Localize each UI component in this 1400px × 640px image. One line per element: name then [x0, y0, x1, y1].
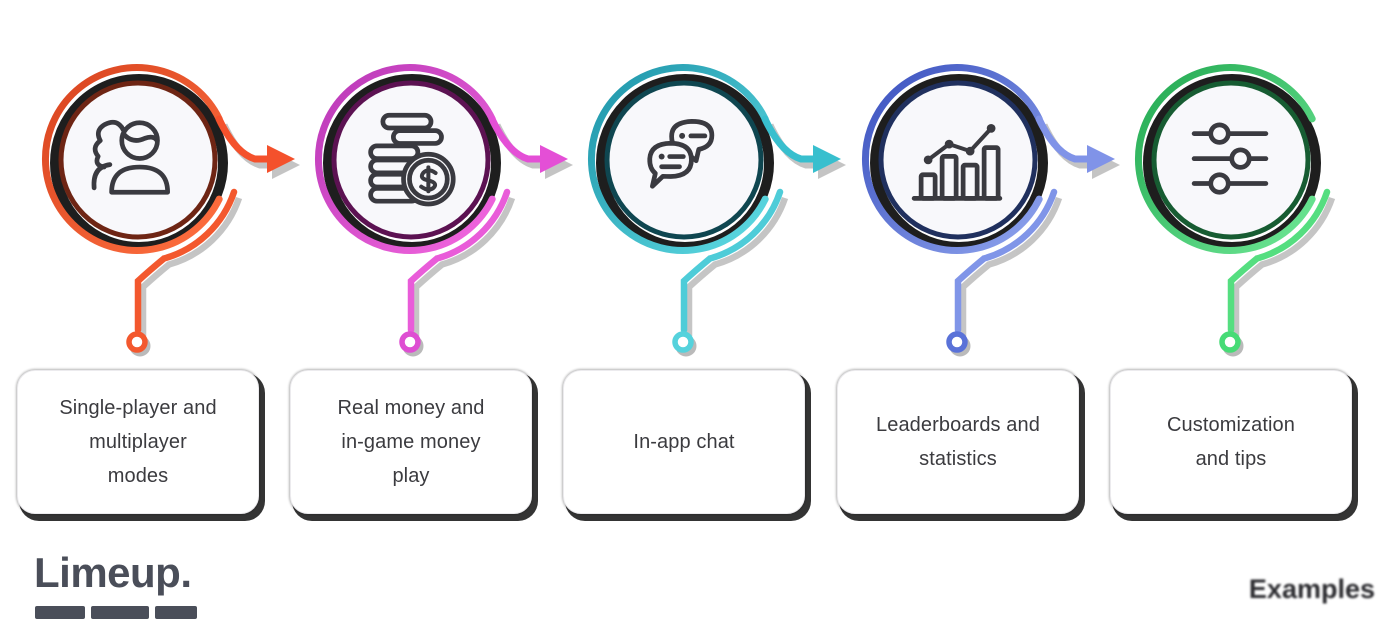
ring-shadow [596, 74, 774, 252]
feature-label-2: Real money and in-game money play [337, 397, 485, 487]
flow-arrow-line [215, 115, 273, 163]
node-ring [314, 64, 496, 254]
logo-tagline-bar [35, 606, 197, 619]
flow-arrow-head [267, 145, 295, 173]
flow-arrow-line [488, 115, 546, 163]
feature-card-2: Real money and in-game money play [290, 370, 532, 514]
connector-swoosh [954, 188, 1058, 334]
node-ring [861, 64, 1043, 254]
feature-label-5: Customization and tips [1166, 414, 1296, 470]
coins-icon [368, 112, 456, 207]
feature-label-1: Single-player and multiplayer modes [59, 397, 217, 487]
flow-arrow-head [540, 145, 568, 173]
feature-card-4: Leaderboards and statistics [837, 370, 1079, 514]
ring-shadow [1143, 74, 1321, 252]
connector-shadow [1232, 196, 1336, 336]
connector-swoosh [1227, 188, 1331, 334]
feature-label-3: In-app chat [633, 431, 735, 453]
flow-arrow-line [761, 115, 819, 163]
connector-dot [399, 331, 421, 353]
connector-swoosh [407, 188, 511, 334]
feature-card-5: Customization and tips [1110, 370, 1352, 514]
connector-dot [946, 331, 968, 353]
limeup-logo: Limeup. [34, 549, 192, 596]
feature-card-3: In-app chat [563, 370, 805, 514]
connector-dot [1219, 331, 1241, 353]
node-graphic-3 [587, 64, 846, 357]
node-ring [1134, 64, 1316, 254]
flow-arrow-line [1035, 115, 1093, 163]
ring-shadow [870, 74, 1048, 252]
connector-dot [672, 331, 694, 353]
flow-arrow-head [1087, 145, 1115, 173]
connector-dot [126, 331, 148, 353]
feature-label-4: Leaderboards and statistics [876, 414, 1040, 470]
connector-swoosh [680, 188, 784, 334]
ring-shadow [323, 74, 501, 252]
players-icon [91, 119, 170, 195]
examples-caption: Examples [1248, 574, 1375, 604]
feature-card-1: Single-player and multiplayer modes [17, 370, 259, 514]
flow-arrow-head [813, 145, 841, 173]
tagline-segment [35, 606, 85, 619]
node-ring [41, 64, 223, 254]
tagline-segment [155, 606, 197, 619]
stats-icon [911, 124, 1003, 201]
node-ring [587, 64, 769, 254]
chat-icon [647, 119, 715, 189]
connector-swoosh [134, 188, 238, 334]
tagline-segment [91, 606, 149, 619]
sliders-icon [1191, 122, 1269, 195]
ring-shadow [50, 74, 228, 252]
